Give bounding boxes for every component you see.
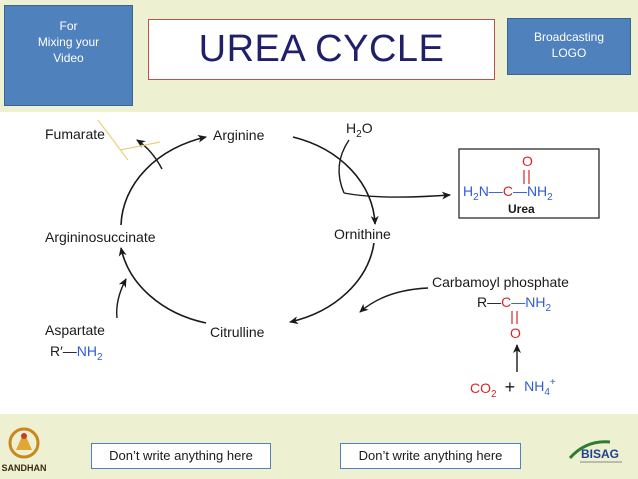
arrow-aspartate-in [116,278,127,319]
placeholder-note-right: Don’t write anything here [340,443,521,469]
arc-ornithine-to-citrulline [289,242,375,325]
carbamoyl-oxygen: O [510,325,521,341]
slide-title: UREA CYCLE [148,19,495,80]
sandhan-logo-ring [8,427,40,459]
sandhan-logo-head [21,433,27,439]
urea-cycle-diagram: Fumarate Arginine Argininosuccinate Orni… [45,119,600,400]
mix-box-line-1: For [59,19,78,33]
logo-box-line-2: LOGO [551,46,587,60]
fumarate-label: Fumarate [45,126,105,142]
urea-carbon: C [503,183,513,199]
broadcasting-logo-box: Broadcasting LOGO [507,18,631,75]
water-oxygen: O [362,120,373,136]
aspartate-amine-subscript: 2 [97,352,103,363]
arrow-to-urea [343,191,451,200]
mix-box-line-3: Video [53,51,84,65]
bisag-logo-swoosh [568,440,611,460]
urea-oxygen: O [522,153,533,169]
arc-argininosuccinate-to-arginine [120,134,207,226]
yellow-guide-line-2 [119,141,161,151]
aspartate-label: Aspartate [45,322,105,338]
water-formula: H2O [346,120,373,140]
carbamoyl-amine-subscript: 2 [545,303,551,314]
reactants-formula: CO2+NH4+ [470,377,556,400]
carbamoyl-carbon: C [501,294,511,310]
urea-left-subscript: 2 [473,192,479,203]
arrow-to-fumarate [136,139,163,170]
carbamoyl-amine: —NH [511,294,545,310]
aspartate-r-group: R′— [50,343,77,359]
argininosuccinate-label: Argininosuccinate [45,229,156,245]
ammonium-subscript: 4 [544,387,550,398]
mix-video-box: For Mixing your Video [4,5,133,106]
logo-box-line-1: Broadcasting [533,30,605,44]
arrow-water-in [338,139,350,194]
water-hydrogen: H [346,120,356,136]
sandhan-logo-figure [16,432,32,450]
aspartate-formula: R′—NH2 [50,343,103,363]
plus-sign: + [505,377,516,397]
yellow-guide-line-1 [97,119,129,161]
urea-right-amine: —NH [513,183,547,199]
urea-left-nitrogen: N— [479,183,503,199]
arc-arginine-to-ornithine [292,136,379,225]
carbamoyl-phosphate-label: Carbamoyl phosphate [432,274,569,290]
urea-label: Urea [508,202,535,216]
mix-box-line-2: Mixing your [37,35,100,49]
arginine-label: Arginine [213,127,265,143]
urea-formula: H2N—C—NH2 [463,183,553,203]
co2-subscript: 2 [491,389,497,400]
citrulline-label: Citrulline [210,324,265,340]
carbamoyl-r-group: R— [477,294,501,310]
aspartate-amine: NH [77,343,97,359]
water-subscript: 2 [356,129,362,140]
arc-citrulline-to-argininosuccinate [118,247,207,324]
carbamoyl-formula: R—C—NH2 [477,294,551,314]
arrow-carbamoyl-in [359,287,429,313]
bisag-logo: BISAG [568,440,622,463]
sandhan-logo: SANDHAN [2,427,46,473]
ammonium-charge: + [550,377,556,388]
urea-right-subscript: 2 [547,192,553,203]
sandhan-logo-text: SANDHAN [2,463,46,473]
urea-left-hydrogen: H [463,183,473,199]
ornithine-label: Ornithine [334,226,391,242]
ammonium: NH [524,378,544,394]
bisag-logo-text: BISAG [581,447,619,461]
co2-carbon: CO [470,380,491,396]
placeholder-note-left: Don’t write anything here [91,443,271,469]
